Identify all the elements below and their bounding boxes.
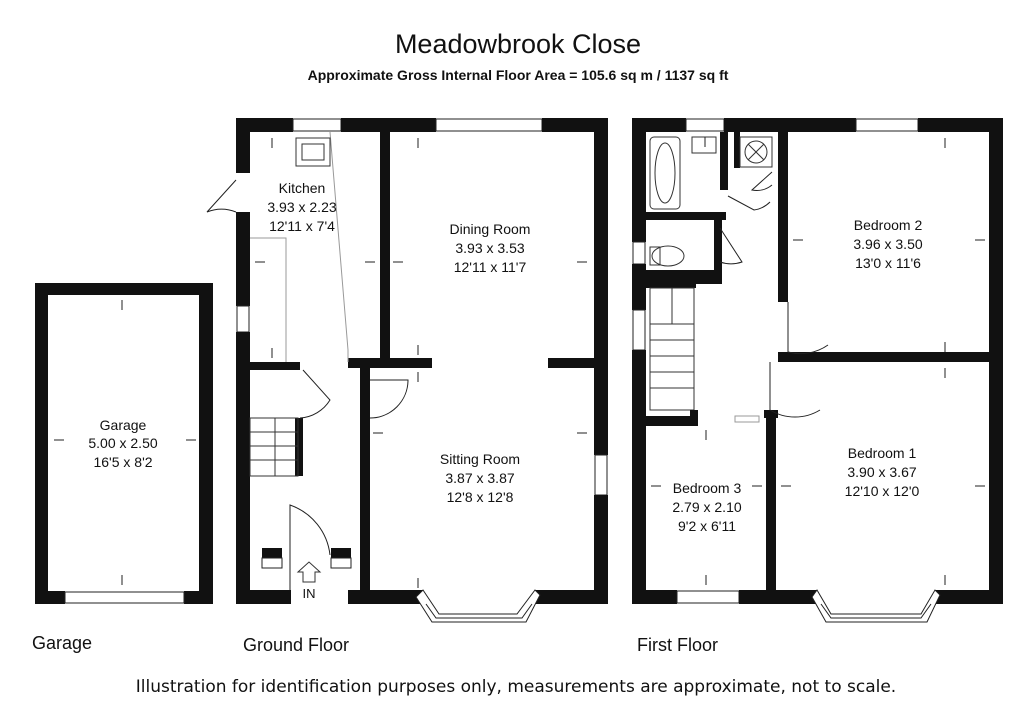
room-metric: 3.90 x 3.67 <box>847 464 916 480</box>
room-imperial: 16'5 x 8'2 <box>93 454 152 470</box>
room-label-bedroom2: Bedroom 2 3.96 x 3.50 13'0 x 11'6 <box>853 217 922 271</box>
room-imperial: 12'11 x 11'7 <box>454 259 527 275</box>
room-imperial: 12'10 x 12'0 <box>845 483 920 499</box>
room-label-garage: Garage 5.00 x 2.50 16'5 x 8'2 <box>88 417 157 470</box>
floor-label-first: First Floor <box>637 635 718 655</box>
room-name: Bedroom 2 <box>854 217 923 233</box>
garage-door <box>64 591 185 604</box>
room-name: Bedroom 3 <box>673 480 742 496</box>
room-label-dining: Dining Room 3.93 x 3.53 12'11 x 11'7 <box>450 221 531 275</box>
room-name: Garage <box>100 417 147 433</box>
ground-floor-plan <box>206 118 608 623</box>
room-metric: 3.96 x 3.50 <box>853 236 922 252</box>
disclaimer-text: Illustration for identification purposes… <box>136 677 896 697</box>
room-metric: 3.87 x 3.87 <box>445 470 514 486</box>
room-metric: 2.79 x 2.10 <box>672 499 741 515</box>
room-name: Kitchen <box>279 180 326 196</box>
floor-label-garage: Garage <box>32 633 92 653</box>
room-imperial: 13'0 x 11'6 <box>855 255 921 271</box>
room-imperial: 12'11 x 7'4 <box>269 218 335 234</box>
room-label-bedroom1: Bedroom 1 3.90 x 3.67 12'10 x 12'0 <box>845 445 920 499</box>
floor-label-ground: Ground Floor <box>243 635 349 655</box>
room-metric: 5.00 x 2.50 <box>88 435 157 451</box>
plan-title: Meadowbrook Close <box>395 29 641 59</box>
floor-area-subtitle: Approximate Gross Internal Floor Area = … <box>308 67 729 83</box>
room-label-bedroom3: Bedroom 3 2.79 x 2.10 9'2 x 6'11 <box>672 480 741 534</box>
room-name: Sitting Room <box>440 451 520 467</box>
room-label-sitting: Sitting Room 3.87 x 3.87 12'8 x 12'8 <box>440 451 520 505</box>
room-label-kitchen: Kitchen 3.93 x 2.23 12'11 x 7'4 <box>267 180 336 234</box>
room-metric: 3.93 x 3.53 <box>455 240 524 256</box>
room-metric: 3.93 x 2.23 <box>267 199 336 215</box>
room-imperial: 9'2 x 6'11 <box>678 518 736 534</box>
room-imperial: 12'8 x 12'8 <box>447 489 514 505</box>
garage-plan <box>35 283 213 604</box>
entrance-label: IN <box>303 586 316 601</box>
room-name: Bedroom 1 <box>848 445 917 461</box>
first-floor-plan <box>632 118 1003 623</box>
room-name: Dining Room <box>450 221 531 237</box>
